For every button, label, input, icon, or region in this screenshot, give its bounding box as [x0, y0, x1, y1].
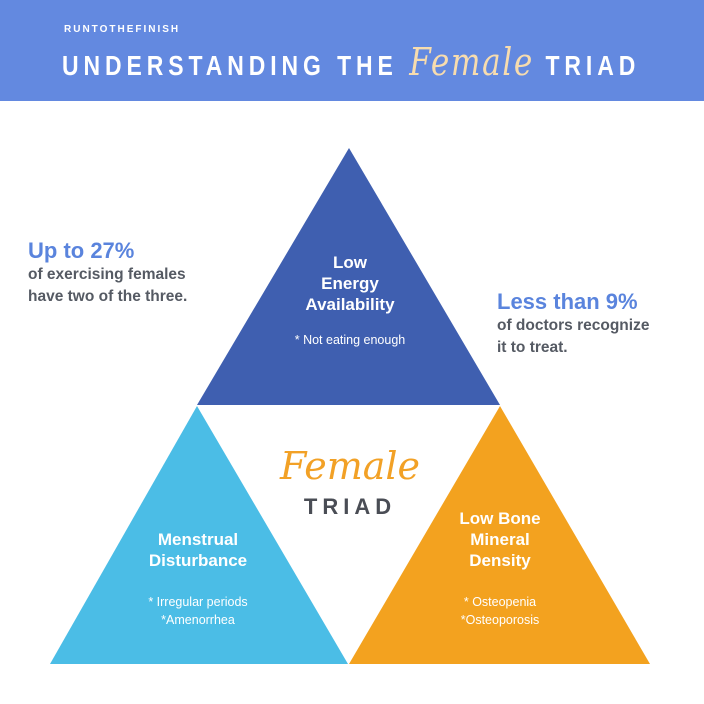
label-line: Low	[333, 253, 367, 272]
energy-section: Low Energy Availability * Not eating eno…	[270, 252, 430, 349]
menstrual-label: Menstrual Disturbance	[118, 529, 278, 571]
center-triad: TRIAD	[303, 494, 397, 519]
header-banner: RUNTOTHEFINISH UNDERSTANDING THE Female TR…	[0, 0, 704, 101]
label-line: Low Bone	[459, 509, 541, 528]
bone-label: Low Bone Mineral Density	[420, 508, 580, 571]
page-title: UNDERSTANDING THE Female TRIAD	[62, 40, 640, 84]
stat-left-value: Up to 27%	[28, 238, 135, 263]
energy-triangle	[197, 148, 500, 405]
brand-name: RUNTOTHEFINISH	[64, 24, 181, 35]
label-line: Disturbance	[148, 551, 248, 570]
title-part2: TRIAD	[545, 50, 641, 81]
menstrual-section: Menstrual Disturbance * Irregular period…	[118, 529, 278, 629]
stat-right: Less than 9% of doctors recognize it to …	[497, 289, 649, 359]
center-script: Female	[279, 444, 421, 488]
energy-label: Low Energy Availability	[270, 252, 430, 315]
note-line: * Irregular periods	[148, 595, 248, 609]
title-script: Female	[409, 40, 534, 84]
energy-note: * Not eating enough	[294, 333, 406, 347]
bone-notes: * Osteopenia *Osteoporosis	[420, 593, 580, 629]
label-line: Density	[469, 551, 531, 570]
stat-left-line: have two of the three.	[28, 288, 188, 305]
note-line: * Osteopenia	[463, 595, 537, 609]
menstrual-notes: * Irregular periods *Amenorrhea	[118, 593, 278, 629]
bone-section: Low Bone Mineral Density * Osteopenia *O…	[420, 508, 580, 629]
label-line: Availability	[305, 295, 395, 314]
stat-right-line: it to treat.	[497, 339, 568, 356]
stat-right-value: Less than 9%	[497, 289, 638, 314]
title-part1: UNDERSTANDING THE	[62, 50, 398, 81]
stat-right-line: of doctors recognize	[497, 317, 650, 334]
menstrual-triangle	[50, 406, 348, 664]
note-line: *Amenorrhea	[161, 613, 235, 627]
bone-triangle	[349, 406, 650, 664]
label-line: Menstrual	[157, 530, 239, 549]
stat-left: Up to 27% of exercising females have two…	[28, 238, 187, 308]
note-line: *Osteoporosis	[460, 613, 540, 627]
label-line: Mineral	[470, 530, 530, 549]
stat-left-line: of exercising females	[28, 266, 186, 283]
label-line: Energy	[321, 274, 379, 293]
